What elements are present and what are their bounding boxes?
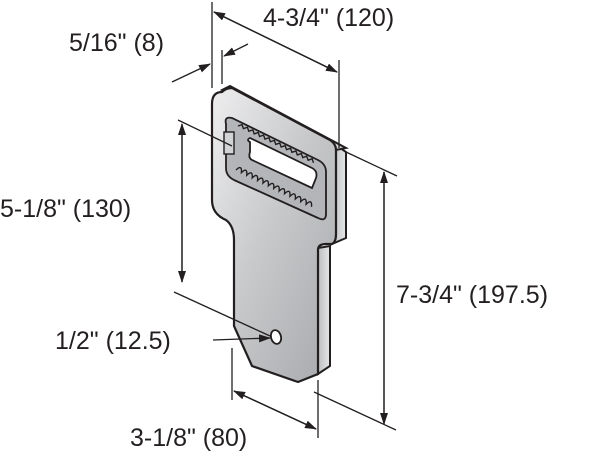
lock-tab bbox=[223, 131, 235, 155]
dimension-overall-width: 4-3/4" (120) bbox=[263, 4, 395, 32]
dimension-slot-to-hole: 5-1/8" (130) bbox=[0, 195, 132, 223]
dimension-thickness: 5/16" (8) bbox=[69, 29, 165, 57]
dimension-tab-width: 3-1/8" (80) bbox=[130, 424, 248, 452]
dimension-lines bbox=[171, 2, 398, 438]
dimension-overall-height: 7-3/4" (197.5) bbox=[396, 281, 549, 309]
hole bbox=[269, 329, 283, 345]
slot-opening bbox=[247, 136, 318, 190]
dimension-hole-diameter: 1/2" (12.5) bbox=[55, 327, 171, 355]
serrations bbox=[235, 123, 315, 207]
